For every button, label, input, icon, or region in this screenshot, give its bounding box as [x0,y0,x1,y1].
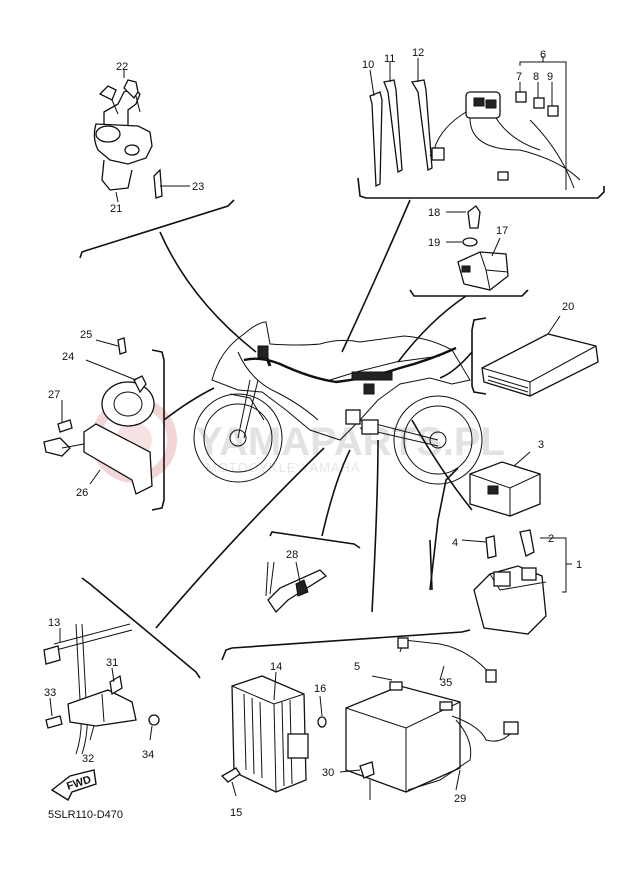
part-label-25: 25 [80,329,92,341]
part-label-2: 2 [548,533,554,545]
part-label-11: 11 [384,53,395,65]
part-label-13: 13 [48,617,60,629]
part-label-15: 15 [230,807,242,819]
part-label-20: 20 [562,301,574,313]
part-label-35: 35 [440,677,452,689]
watermark: YAMAPARTS.PL MOTOCYKLE YAMAHA [91,397,505,483]
motorcycle-outline [193,321,483,485]
lower-left-assembly [43,623,160,755]
part-label-22: 22 [116,61,128,73]
horn-assembly [43,337,155,495]
group-brackets [79,177,605,679]
connectors-ties [369,56,581,190]
part-label-1: 1 [576,559,582,571]
sensor-assembly [265,561,328,614]
part-label-17: 17 [496,225,508,237]
part-label-26: 26 [76,487,88,499]
part-label-6: 6 [540,49,546,61]
starter-relay-assembly [461,451,572,635]
part-label-9: 9 [547,71,553,83]
fwd-arrow-icon: FWD [50,769,97,802]
part-label-4: 4 [452,537,458,549]
watermark-brand: YAMAPARTS.PL [196,420,505,464]
part-label-31: 31 [106,657,118,669]
part-label-10: 10 [362,59,374,71]
part-label-16: 16 [314,683,326,695]
part-label-28: 28 [286,549,298,561]
part-label-32: 32 [82,753,94,765]
part-label-14: 14 [270,661,282,673]
relay-assembly [446,205,509,291]
ecu-unit [481,315,599,397]
part-label-8: 8 [533,71,539,83]
part-label-24: 24 [62,351,74,363]
main-switch-assembly [93,70,190,203]
part-label-5: 5 [354,661,360,673]
part-label-3: 3 [538,439,544,451]
part-label-29: 29 [454,793,466,805]
part-label-21: 21 [110,203,122,215]
part-label-19: 19 [428,237,440,249]
part-label-23: 23 [192,181,204,193]
part-label-18: 18 [428,207,440,219]
part-labels: 1 2 3 4 5 6 7 8 9 10 11 12 13 14 15 16 1… [44,47,582,819]
part-label-30: 30 [322,767,334,779]
part-label-12: 12 [412,47,424,59]
rectifier-assembly [220,671,327,797]
part-label-27: 27 [48,389,60,401]
battery-assembly [339,637,519,800]
part-label-34: 34 [142,749,154,761]
part-label-33: 33 [44,687,56,699]
diagram-code: 5SLR110-D470 [48,809,123,821]
watermark-subtitle: MOTOCYKLE YAMAHA [206,460,361,475]
part-label-7: 7 [516,71,522,83]
